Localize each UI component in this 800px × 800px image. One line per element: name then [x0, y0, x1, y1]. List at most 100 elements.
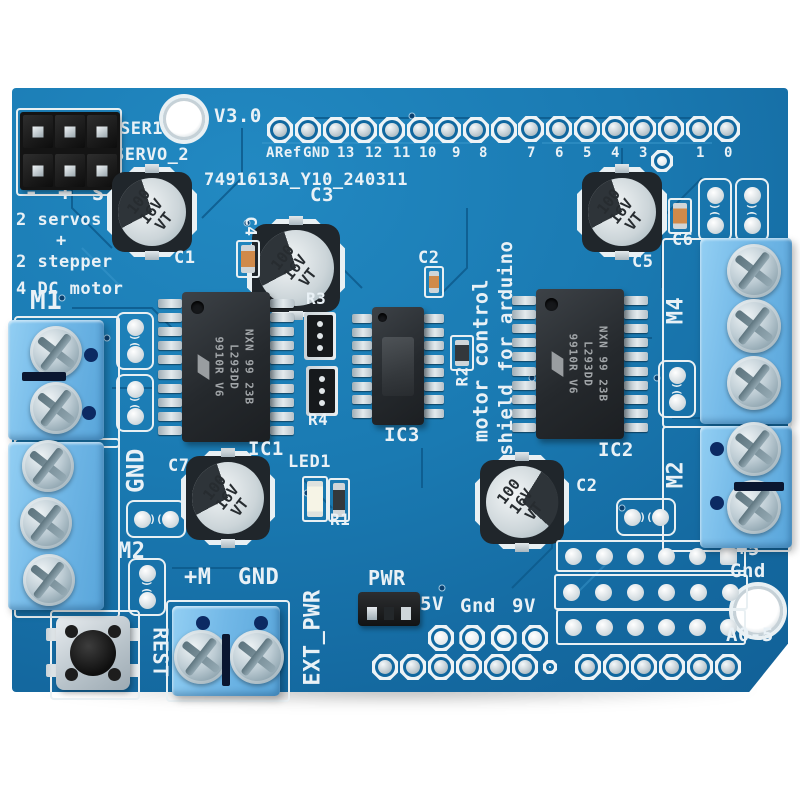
- ic-pin: [424, 381, 444, 391]
- pin-label-13: 13: [337, 145, 355, 161]
- ic-marking-sheen: [382, 336, 414, 396]
- pin-label-4: 4: [611, 145, 620, 161]
- terminal-screw: [20, 497, 72, 549]
- terminal-screw: [727, 356, 781, 410]
- ic-pin: [512, 338, 536, 348]
- ic-marking: NXN 99 23B L293DD 9910R V6: [197, 329, 256, 405]
- cap-lead: [221, 448, 235, 457]
- ic-pin: [624, 324, 648, 334]
- reset-outline: [50, 610, 140, 700]
- ic-pin: [158, 397, 182, 407]
- label-c6: C6: [672, 230, 694, 250]
- reset-leg: [46, 664, 58, 677]
- terminal-screw: [23, 554, 75, 606]
- header-pad: [372, 654, 398, 680]
- terminal-m1: [8, 320, 104, 440]
- cap-lead: [615, 164, 629, 173]
- header-pad: [379, 117, 405, 143]
- ic-body: NXN 99 23B L293DD 9910R V6: [182, 292, 270, 442]
- through-hole: [627, 547, 644, 565]
- cap-lead: [289, 216, 303, 225]
- pin-label-7: 7: [527, 145, 536, 161]
- ic-pin: [158, 369, 182, 379]
- resistor-network-r4: [306, 366, 338, 416]
- ic-pin: [270, 355, 294, 365]
- through-hole: [743, 216, 761, 234]
- label-c1: C1: [174, 248, 196, 268]
- through-hole: [626, 583, 644, 601]
- ic-pin: [624, 380, 648, 390]
- label-m2-right: M2: [663, 460, 689, 489]
- label-r3: R3: [306, 289, 327, 308]
- pad-pair: [698, 178, 732, 242]
- pin-label-11: 11: [393, 145, 411, 161]
- ic-pins-left: [352, 314, 372, 418]
- label-pwr: PWR: [368, 566, 406, 590]
- ic-pin: [352, 327, 372, 337]
- ic-marking-line: L293DD: [581, 341, 595, 387]
- label-m1: M1: [30, 286, 63, 316]
- pin-label-gnd: GND: [303, 145, 330, 161]
- through-hole: [658, 547, 675, 565]
- through-hole: [720, 547, 737, 565]
- ic-pin: [158, 341, 182, 351]
- terminal-m2-left: [8, 440, 104, 610]
- label-2-servos: 2 servos: [16, 210, 102, 230]
- label-c2-big: C2: [576, 476, 598, 496]
- header-pad: [687, 654, 713, 680]
- ic-pin: [158, 313, 182, 323]
- label-a0-5: A0-5: [726, 624, 774, 646]
- pin-label-6: 6: [555, 145, 564, 161]
- pin-label-9: 9: [452, 145, 461, 161]
- through-hole: [596, 547, 613, 565]
- through-hole: [720, 618, 737, 636]
- pad-pair: [116, 374, 154, 432]
- through-hole: [690, 583, 708, 601]
- cap-stripe: [191, 461, 265, 535]
- through-hole: [138, 565, 156, 582]
- label-9v: 9V: [512, 595, 536, 617]
- ic-pin: [624, 366, 648, 376]
- bottom-header-left: [372, 654, 538, 680]
- terminal-m2-right: [700, 422, 792, 548]
- through-hole: [126, 408, 144, 425]
- terminal-m4: [700, 238, 792, 424]
- through-hole: [743, 186, 761, 204]
- label-ext-pwr: EXT_PWR: [300, 589, 326, 686]
- through-hole: [706, 186, 724, 204]
- ic-pin: [270, 425, 294, 435]
- ic-pin: [270, 369, 294, 379]
- header-pad: [351, 117, 377, 143]
- ic-pin: [424, 327, 444, 337]
- header-pad: [463, 117, 489, 143]
- reset-leg: [128, 664, 140, 677]
- wire-dot: [254, 616, 268, 630]
- ic-pin: [512, 352, 536, 362]
- ic-pin: [624, 394, 648, 404]
- through-hole: [689, 618, 706, 636]
- through-hole: [627, 618, 644, 636]
- through-hole: [565, 547, 582, 565]
- ic-pin: [424, 368, 444, 378]
- capacitor-c6-smd: [668, 198, 692, 234]
- terminal-screw: [30, 326, 82, 378]
- label-version: V3.0: [214, 105, 262, 127]
- cap-lead: [221, 539, 235, 548]
- ic-pin1-dimple: [545, 298, 558, 311]
- cap-stripe: [258, 230, 334, 306]
- header-pad: [686, 116, 712, 142]
- header-pad: [574, 116, 600, 142]
- pad-pair: [616, 498, 676, 536]
- ic-pin: [270, 341, 294, 351]
- through-hole: [138, 592, 156, 609]
- pin-label-1: 1: [696, 145, 705, 161]
- pin-label-aref: ARef: [266, 145, 302, 161]
- label-4-dc-motor: 4 DC motor: [16, 279, 124, 299]
- cap-stripe: [117, 177, 187, 247]
- resistor-r2-smd: [450, 335, 474, 371]
- ic-body: NXN 99 23B L293DD 9910R V6: [536, 289, 624, 439]
- through-hole: [706, 216, 724, 234]
- pad-pair: [126, 500, 186, 538]
